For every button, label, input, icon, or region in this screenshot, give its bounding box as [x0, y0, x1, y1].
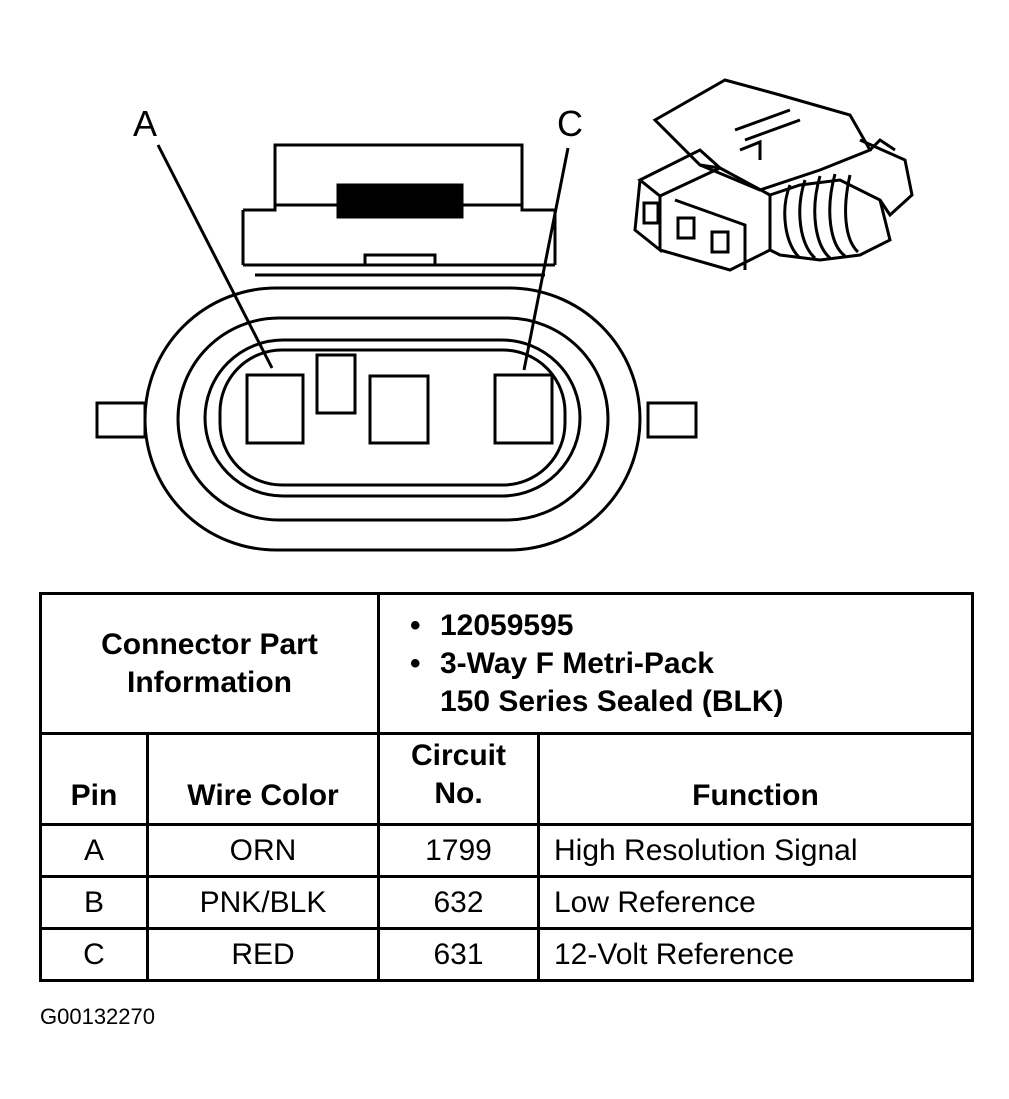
lock-tab-window	[336, 183, 464, 219]
connector-body-mid	[176, 316, 610, 522]
row-circuit: 1799	[377, 823, 540, 878]
row-pin: A	[39, 823, 149, 878]
part-description-line1: 3-Way F Metri-Pack	[440, 646, 714, 680]
row-circuit: 631	[377, 927, 540, 982]
row-wire-color: PNK/BLK	[146, 875, 380, 930]
table-row: B PNK/BLK 632 Low Reference	[39, 875, 974, 930]
figure-id: G00132270	[40, 1004, 155, 1029]
pin-label-c: C	[557, 103, 583, 144]
leader-line-a	[156, 144, 274, 369]
table-row: A ORN 1799 High Resolution Signal	[39, 823, 974, 878]
row-wire-color: RED	[146, 927, 380, 982]
connector-info-table: Connector Part Information • 12059595 • 3-…	[39, 592, 974, 982]
bullet-icon: •	[410, 608, 421, 642]
row-pin: C	[39, 927, 149, 982]
connector-cavity	[218, 348, 567, 487]
connector-body-inner	[203, 338, 582, 498]
row-wire-color: ORN	[146, 823, 380, 878]
part-number: 12059595	[440, 608, 574, 642]
table-row: C RED 631 12-Volt Reference	[39, 927, 974, 982]
left-ear	[95, 401, 147, 439]
terminal-c	[493, 373, 554, 445]
connector-info-table-container: Connector Part Information • 12059595 • 3-…	[39, 592, 974, 982]
header-wire-color: Wire Color	[146, 732, 380, 826]
part-description-line2: 150 Series Sealed (BLK)	[440, 684, 784, 718]
row-pin: B	[39, 875, 149, 930]
leader-line-c	[522, 147, 570, 371]
terminal-key	[315, 353, 357, 415]
terminal-b	[368, 374, 430, 445]
right-ear	[646, 401, 698, 439]
connector-3d-illustration	[633, 78, 914, 272]
row-circuit: 632	[377, 875, 540, 930]
header-pin: Pin	[39, 732, 149, 826]
connector-part-info-label: Connector Part Information	[39, 592, 380, 735]
header-function: Function	[537, 732, 974, 826]
row-function: Low Reference	[537, 875, 974, 930]
row-function: High Resolution Signal	[537, 823, 974, 878]
connector-drawing	[95, 78, 914, 552]
pin-label-a: A	[133, 103, 158, 144]
bullet-icon: •	[410, 646, 421, 680]
header-circuit-no: Circuit No.	[377, 732, 540, 826]
connector-part-details: • 12059595 • 3-Way F Metri-Pack 150 Series…	[377, 592, 974, 735]
terminal-a	[245, 373, 305, 445]
row-function: 12-Volt Reference	[537, 927, 974, 982]
